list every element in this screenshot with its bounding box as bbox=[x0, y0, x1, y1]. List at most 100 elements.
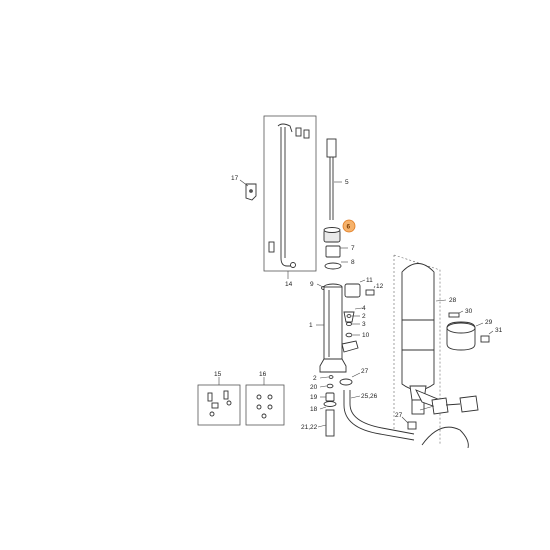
leader-31 bbox=[488, 330, 494, 335]
ring-3 bbox=[346, 321, 352, 327]
nut-31 bbox=[480, 335, 490, 343]
hose-assembly-group: 14 bbox=[263, 115, 317, 288]
tank-outline-dashed bbox=[393, 254, 441, 445]
label-4: 4 bbox=[362, 305, 366, 312]
oring-2-top bbox=[346, 314, 352, 318]
hose-end-fitting bbox=[290, 262, 296, 268]
part-5-rod: 5 bbox=[326, 138, 349, 220]
hose-line bbox=[280, 127, 294, 267]
label-10: 10 bbox=[362, 332, 370, 339]
label-2-bottom: 2 bbox=[313, 375, 317, 382]
highlight-badge-6[interactable] bbox=[342, 219, 356, 233]
hose-clip-top-a bbox=[295, 127, 302, 137]
label-20: 20 bbox=[310, 384, 318, 391]
diagram-crop-mask bbox=[0, 448, 550, 550]
kit16-ring-b bbox=[267, 394, 273, 400]
label-7: 7 bbox=[351, 245, 355, 252]
label-17: 17 bbox=[231, 175, 239, 182]
label-25-26: 25,26 bbox=[361, 393, 378, 400]
label-15: 15 bbox=[214, 371, 222, 378]
detail-fitting-a bbox=[431, 397, 449, 415]
leader-27-top bbox=[351, 372, 361, 378]
cap-18 bbox=[323, 401, 337, 407]
label-6: 6 bbox=[347, 224, 351, 231]
part-28-tank: 28 bbox=[393, 254, 457, 445]
part-17-bracket: 17 bbox=[231, 175, 257, 201]
leader-30 bbox=[458, 310, 464, 314]
valve-top bbox=[323, 227, 341, 233]
part-7-8-seals: 7 8 bbox=[324, 245, 355, 270]
label-19: 19 bbox=[310, 394, 318, 401]
kit15-bracket bbox=[211, 402, 219, 409]
kit-box-16: 16 bbox=[245, 371, 285, 426]
part-frame-15 bbox=[197, 384, 241, 426]
clip-27-bottom bbox=[407, 421, 417, 430]
part-6-valve: 6 bbox=[323, 219, 356, 243]
detail-fitting-b bbox=[459, 395, 479, 413]
washer-10 bbox=[345, 332, 353, 338]
oring-8 bbox=[324, 262, 342, 270]
screw-30 bbox=[448, 312, 460, 318]
hose-25-26-inner bbox=[349, 390, 415, 435]
sleeve-7 bbox=[325, 245, 341, 258]
screw-12 bbox=[365, 289, 375, 296]
label-18: 18 bbox=[310, 406, 318, 413]
leader-2-bottom bbox=[319, 376, 329, 379]
label-27-top: 27 bbox=[361, 368, 369, 375]
clamp-11 bbox=[344, 283, 361, 298]
kit15-clip-a bbox=[207, 392, 213, 402]
oring-2-bottom bbox=[328, 375, 334, 379]
kit16-ring-a bbox=[256, 394, 262, 400]
washer-20 bbox=[326, 383, 334, 389]
label-31: 31 bbox=[495, 327, 503, 334]
kit-box-15: 15 bbox=[197, 371, 241, 426]
label-28: 28 bbox=[449, 297, 457, 304]
leader-20 bbox=[319, 385, 327, 388]
leader-17 bbox=[239, 179, 249, 187]
label-2-top: 2 bbox=[362, 313, 366, 320]
hose-clip-bottom bbox=[268, 241, 275, 253]
hose-top-bend bbox=[277, 123, 293, 133]
label-16: 16 bbox=[259, 371, 267, 378]
label-12: 12 bbox=[376, 283, 384, 290]
tube-21-22 bbox=[325, 409, 335, 437]
part-frame-16 bbox=[245, 384, 285, 426]
label-9: 9 bbox=[310, 281, 314, 288]
label-21-22: 21,22 bbox=[301, 424, 318, 431]
fitting-19 bbox=[325, 392, 335, 402]
part-4-2-3-10-stack: 4 2 3 10 bbox=[343, 305, 370, 339]
washer-27-top bbox=[339, 378, 353, 386]
label-11: 11 bbox=[366, 277, 373, 284]
leader-21-22 bbox=[317, 424, 327, 428]
cylinder-body bbox=[323, 286, 343, 360]
leader-12 bbox=[373, 285, 376, 289]
part-lower-stack: 2 20 19 18 21,22 bbox=[301, 375, 337, 437]
part-9-11-12: 9 11 12 bbox=[310, 277, 384, 298]
label-3: 3 bbox=[362, 321, 366, 328]
kit15-ring-b bbox=[226, 400, 232, 406]
bracket-hole bbox=[249, 189, 253, 193]
label-1: 1 bbox=[309, 322, 313, 329]
label-5: 5 bbox=[345, 179, 349, 186]
detail-leader bbox=[419, 405, 435, 411]
cylinder-base bbox=[319, 358, 347, 373]
kit15-ring-a bbox=[209, 411, 215, 417]
leader-28 bbox=[435, 299, 447, 302]
kit15-clip-b bbox=[223, 390, 229, 400]
part-29-30-31-strap: 30 29 31 bbox=[446, 308, 503, 351]
cylinder-side-port bbox=[341, 340, 359, 353]
kit16-ring-c bbox=[256, 404, 262, 410]
label-27-bottom: 27 bbox=[395, 412, 403, 419]
leader-29 bbox=[475, 322, 484, 327]
detail-connector bbox=[445, 403, 461, 406]
part-1-cylinder: 1 bbox=[309, 283, 359, 373]
leader-25-26 bbox=[350, 395, 361, 399]
kit16-ring-e bbox=[261, 413, 267, 419]
label-29: 29 bbox=[485, 319, 493, 326]
hose-clip-top-b bbox=[303, 129, 310, 139]
label-8: 8 bbox=[351, 259, 355, 266]
part-frame-14 bbox=[263, 115, 317, 272]
detail-circle-arc bbox=[421, 426, 469, 449]
detail-callout bbox=[0, 395, 550, 550]
